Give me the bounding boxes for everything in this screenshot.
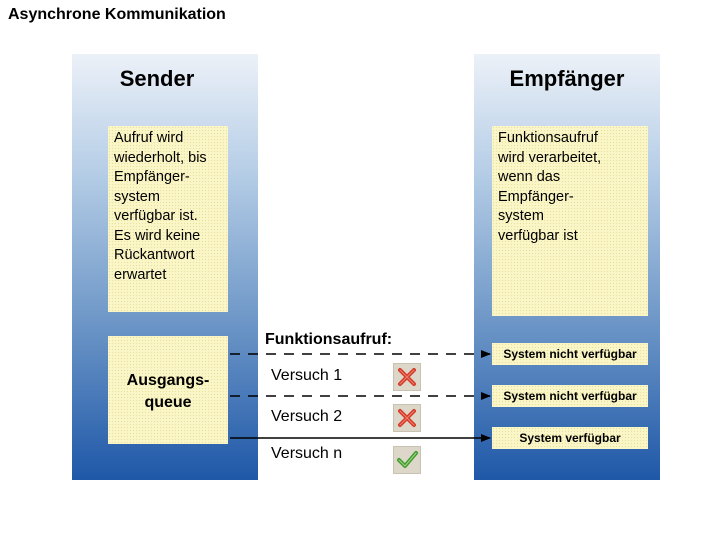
receiver-note-line: Empfänger- <box>498 188 574 205</box>
receiver-note-text: Funktionsaufruf wird verarbeitet, wenn d… <box>492 126 648 249</box>
receiver-column: Empfänger Funktionsaufruf wird verarbeit… <box>474 54 660 480</box>
page-title: Asynchrone Kommunikation <box>8 6 226 23</box>
attempt-2-label: Versuch 2 <box>271 408 343 425</box>
function-call-label: Funktionsaufruf: <box>265 331 393 348</box>
sender-note-line: wiederholt, bis <box>114 149 207 166</box>
check-icon <box>393 446 421 474</box>
sender-note-line: Aufruf wird <box>114 130 184 146</box>
sender-heading: Sender <box>119 66 195 91</box>
outgoing-queue-box: Ausgangs- queue <box>108 336 228 444</box>
receiver-note-line: wird verarbeitet, <box>498 149 602 166</box>
receiver-note-line: verfügbar ist <box>498 227 578 244</box>
sender-note-line: Empfänger- <box>114 169 190 185</box>
outgoing-queue-label: Ausgangs- queue <box>108 370 228 414</box>
sender-note-line: system <box>114 188 160 205</box>
sender-note: Aufruf wird wiederholt, bis Empfänger- s… <box>108 126 228 312</box>
sender-column: Sender Aufruf wird wiederholt, bis Empfä… <box>72 54 258 480</box>
queue-label-line: Ausgangs- <box>126 372 210 389</box>
status-unavailable-2: System nicht verfügbar <box>492 385 648 407</box>
sender-note-line: Rückantwort <box>114 247 195 263</box>
sender-note-text: Aufruf wird wiederholt, bis Empfänger- s… <box>108 126 228 288</box>
sender-note-line: Es wird keine <box>114 227 201 244</box>
receiver-heading: Empfänger <box>509 66 625 91</box>
cross-icon <box>393 404 421 432</box>
sender-note-line: verfügbar ist. <box>114 208 198 224</box>
cross-icon <box>393 363 421 391</box>
attempt-1-label: Versuch 1 <box>271 367 343 384</box>
receiver-note-line: Funktionsaufruf <box>498 130 598 146</box>
queue-label-line: queue <box>144 394 192 411</box>
attempt-n-label: Versuch n <box>271 445 343 462</box>
receiver-note: Funktionsaufruf wird verarbeitet, wenn d… <box>492 126 648 316</box>
sender-note-line: erwartet <box>114 266 167 283</box>
receiver-note-line: system <box>498 208 544 224</box>
receiver-note-line: wenn das <box>498 169 561 185</box>
status-unavailable-1: System nicht verfügbar <box>492 343 648 365</box>
status-available: System verfügbar <box>492 427 648 449</box>
